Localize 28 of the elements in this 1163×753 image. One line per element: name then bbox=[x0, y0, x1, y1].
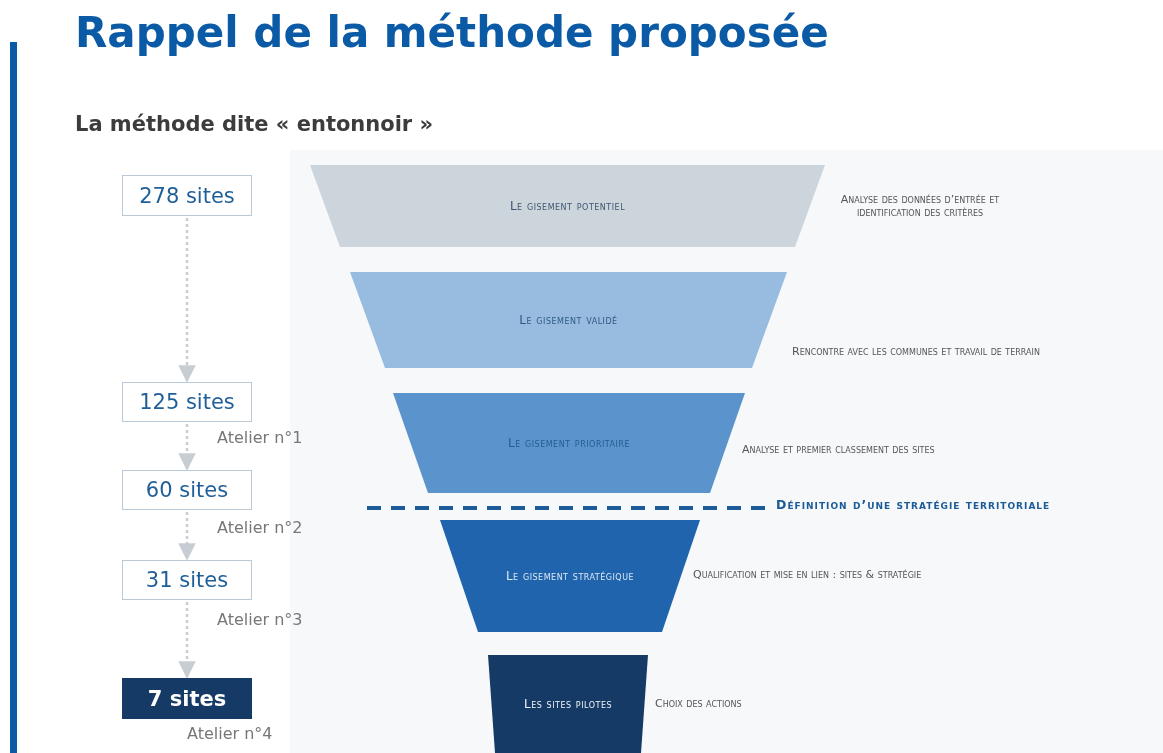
strategy-label: Définition d’une stratégie territoriale bbox=[776, 497, 1051, 512]
workshop-label: Atelier n°4 bbox=[187, 724, 273, 743]
stage-description: Analyse des données d’entrée et identification des critères bbox=[839, 193, 1001, 219]
workshop-label: Atelier n°3 bbox=[217, 610, 303, 629]
count-box: 125 sites bbox=[122, 382, 252, 422]
stage-description: Qualification et mise en lien : sites & stratégie bbox=[693, 568, 922, 581]
arrow bbox=[178, 218, 196, 383]
stage-label: Le gisement validé bbox=[518, 313, 619, 327]
count-box: 31 sites bbox=[122, 560, 252, 600]
count-box: 278 sites bbox=[122, 175, 252, 216]
arrow bbox=[178, 512, 196, 561]
funnel-stage bbox=[488, 655, 648, 753]
stage-label: Les sites pilotes bbox=[522, 697, 614, 711]
count-box: 60 sites bbox=[122, 470, 252, 510]
stage-label: Le gisement stratégique bbox=[504, 569, 636, 583]
funnel-stage bbox=[310, 165, 825, 247]
subtitle: La méthode dite « entonnoir » bbox=[75, 112, 434, 136]
title: Rappel de la méthode proposée bbox=[75, 8, 829, 57]
stage-label: Le gisement potentiel bbox=[508, 199, 627, 213]
stage-description: Analyse et premier classement des sites bbox=[742, 443, 935, 456]
funnel-stage bbox=[350, 272, 787, 368]
arrow bbox=[178, 424, 196, 471]
stage-description: Rencontre avec les communes et travail de terrain bbox=[792, 345, 1040, 358]
count-box: 7 sites bbox=[122, 678, 252, 719]
arrow bbox=[178, 602, 196, 679]
stage-description: Choix des actions bbox=[655, 697, 742, 710]
workshop-label: Atelier n°1 bbox=[217, 428, 303, 447]
workshop-label: Atelier n°2 bbox=[217, 518, 303, 537]
